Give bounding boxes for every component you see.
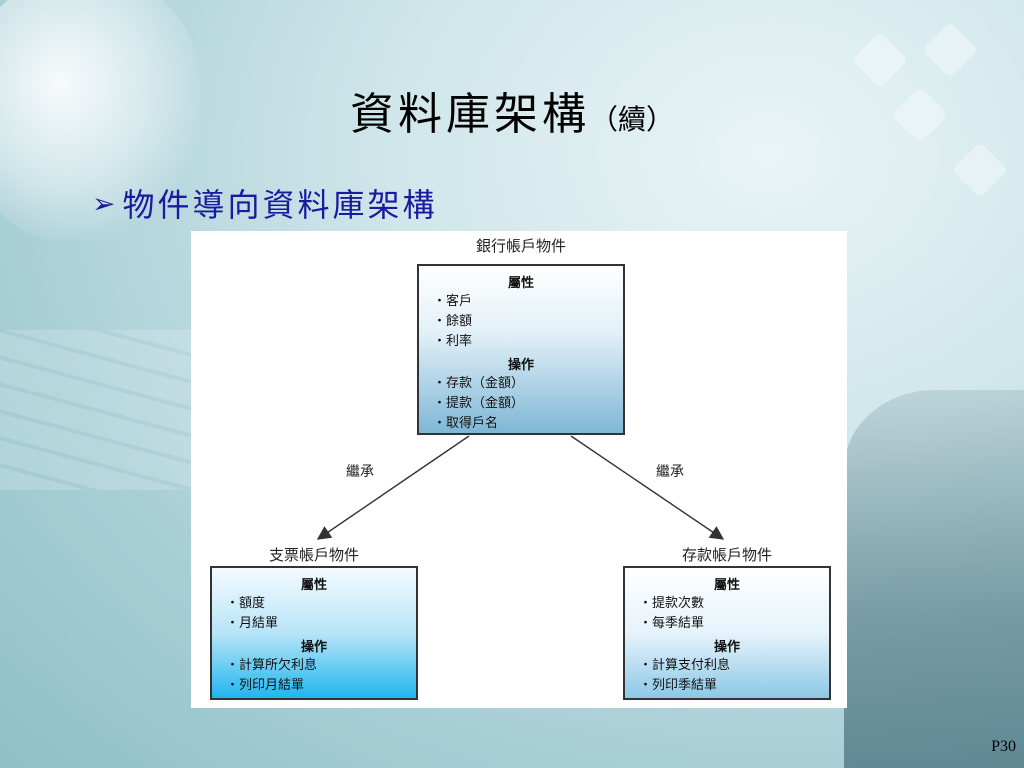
list-item: 提款（金額） (429, 394, 613, 414)
book-decoration (0, 0, 200, 240)
right-op-header: 操作 (713, 640, 740, 655)
list-item: 月結單 (222, 614, 406, 634)
inherit-label-right: 繼承 (656, 464, 684, 480)
left-object-title: 支票帳戶物件 (268, 546, 359, 564)
slide-title-suffix: （續） (589, 103, 674, 136)
top-object-box: 屬性 客戶 餘額 利率 操作 存款（金額） 提款（金額） 取得戶名 (417, 264, 625, 435)
inherit-label-left: 繼承 (346, 464, 374, 480)
list-item: 取得戶名 (429, 414, 613, 434)
list-item: 列印季結單 (635, 676, 819, 696)
list-item: 提款次數 (635, 594, 819, 614)
person-silhouette-decoration (844, 390, 1024, 768)
right-object-box: 屬性 提款次數 每季結單 操作 計算支付利息 列印季結單 (623, 566, 831, 700)
left-object-box: 屬性 額度 月結單 操作 計算所欠利息 列印月結單 (210, 566, 418, 700)
list-item: 利率 (429, 332, 613, 352)
list-item: 存款（金額） (429, 374, 613, 394)
list-item: 計算支付利息 (635, 656, 819, 676)
list-item: 列印月結單 (222, 676, 406, 696)
hex-decoration (921, 21, 979, 79)
right-object-title: 存款帳戶物件 (681, 546, 772, 564)
list-item: 餘額 (429, 312, 613, 332)
slide-title: 資料庫架構（續） (0, 78, 1024, 142)
class-diagram: 銀行帳戶物件 屬性 客戶 餘額 利率 操作 存款（金額） 提款（金額） 取得戶名… (191, 231, 847, 708)
hex-decoration (951, 141, 1009, 199)
list-item: 計算所欠利息 (222, 656, 406, 676)
left-attr-header: 屬性 (300, 578, 327, 593)
top-attr-header: 屬性 (507, 276, 534, 291)
top-object-title: 銀行帳戶物件 (475, 237, 566, 255)
arrow-to-left (316, 435, 470, 540)
bullet-item: ➢ 物件導向資料庫架構 (92, 180, 437, 226)
left-op-header: 操作 (300, 640, 327, 655)
inheritance-arrows (316, 435, 725, 540)
right-attr-header: 屬性 (713, 578, 740, 593)
top-op-header: 操作 (507, 358, 534, 373)
keyboard-decoration (0, 330, 200, 490)
bullet-text: 物件導向資料庫架構 (122, 186, 438, 224)
slide-title-main: 資料庫架構 (349, 89, 590, 140)
arrow-bullet-icon: ➢ (92, 186, 119, 220)
arrow-to-right (570, 435, 725, 540)
page-number: P30 (991, 738, 1016, 755)
list-item: 額度 (222, 594, 406, 614)
list-item: 客戶 (429, 292, 613, 312)
list-item: 每季結單 (635, 614, 819, 634)
